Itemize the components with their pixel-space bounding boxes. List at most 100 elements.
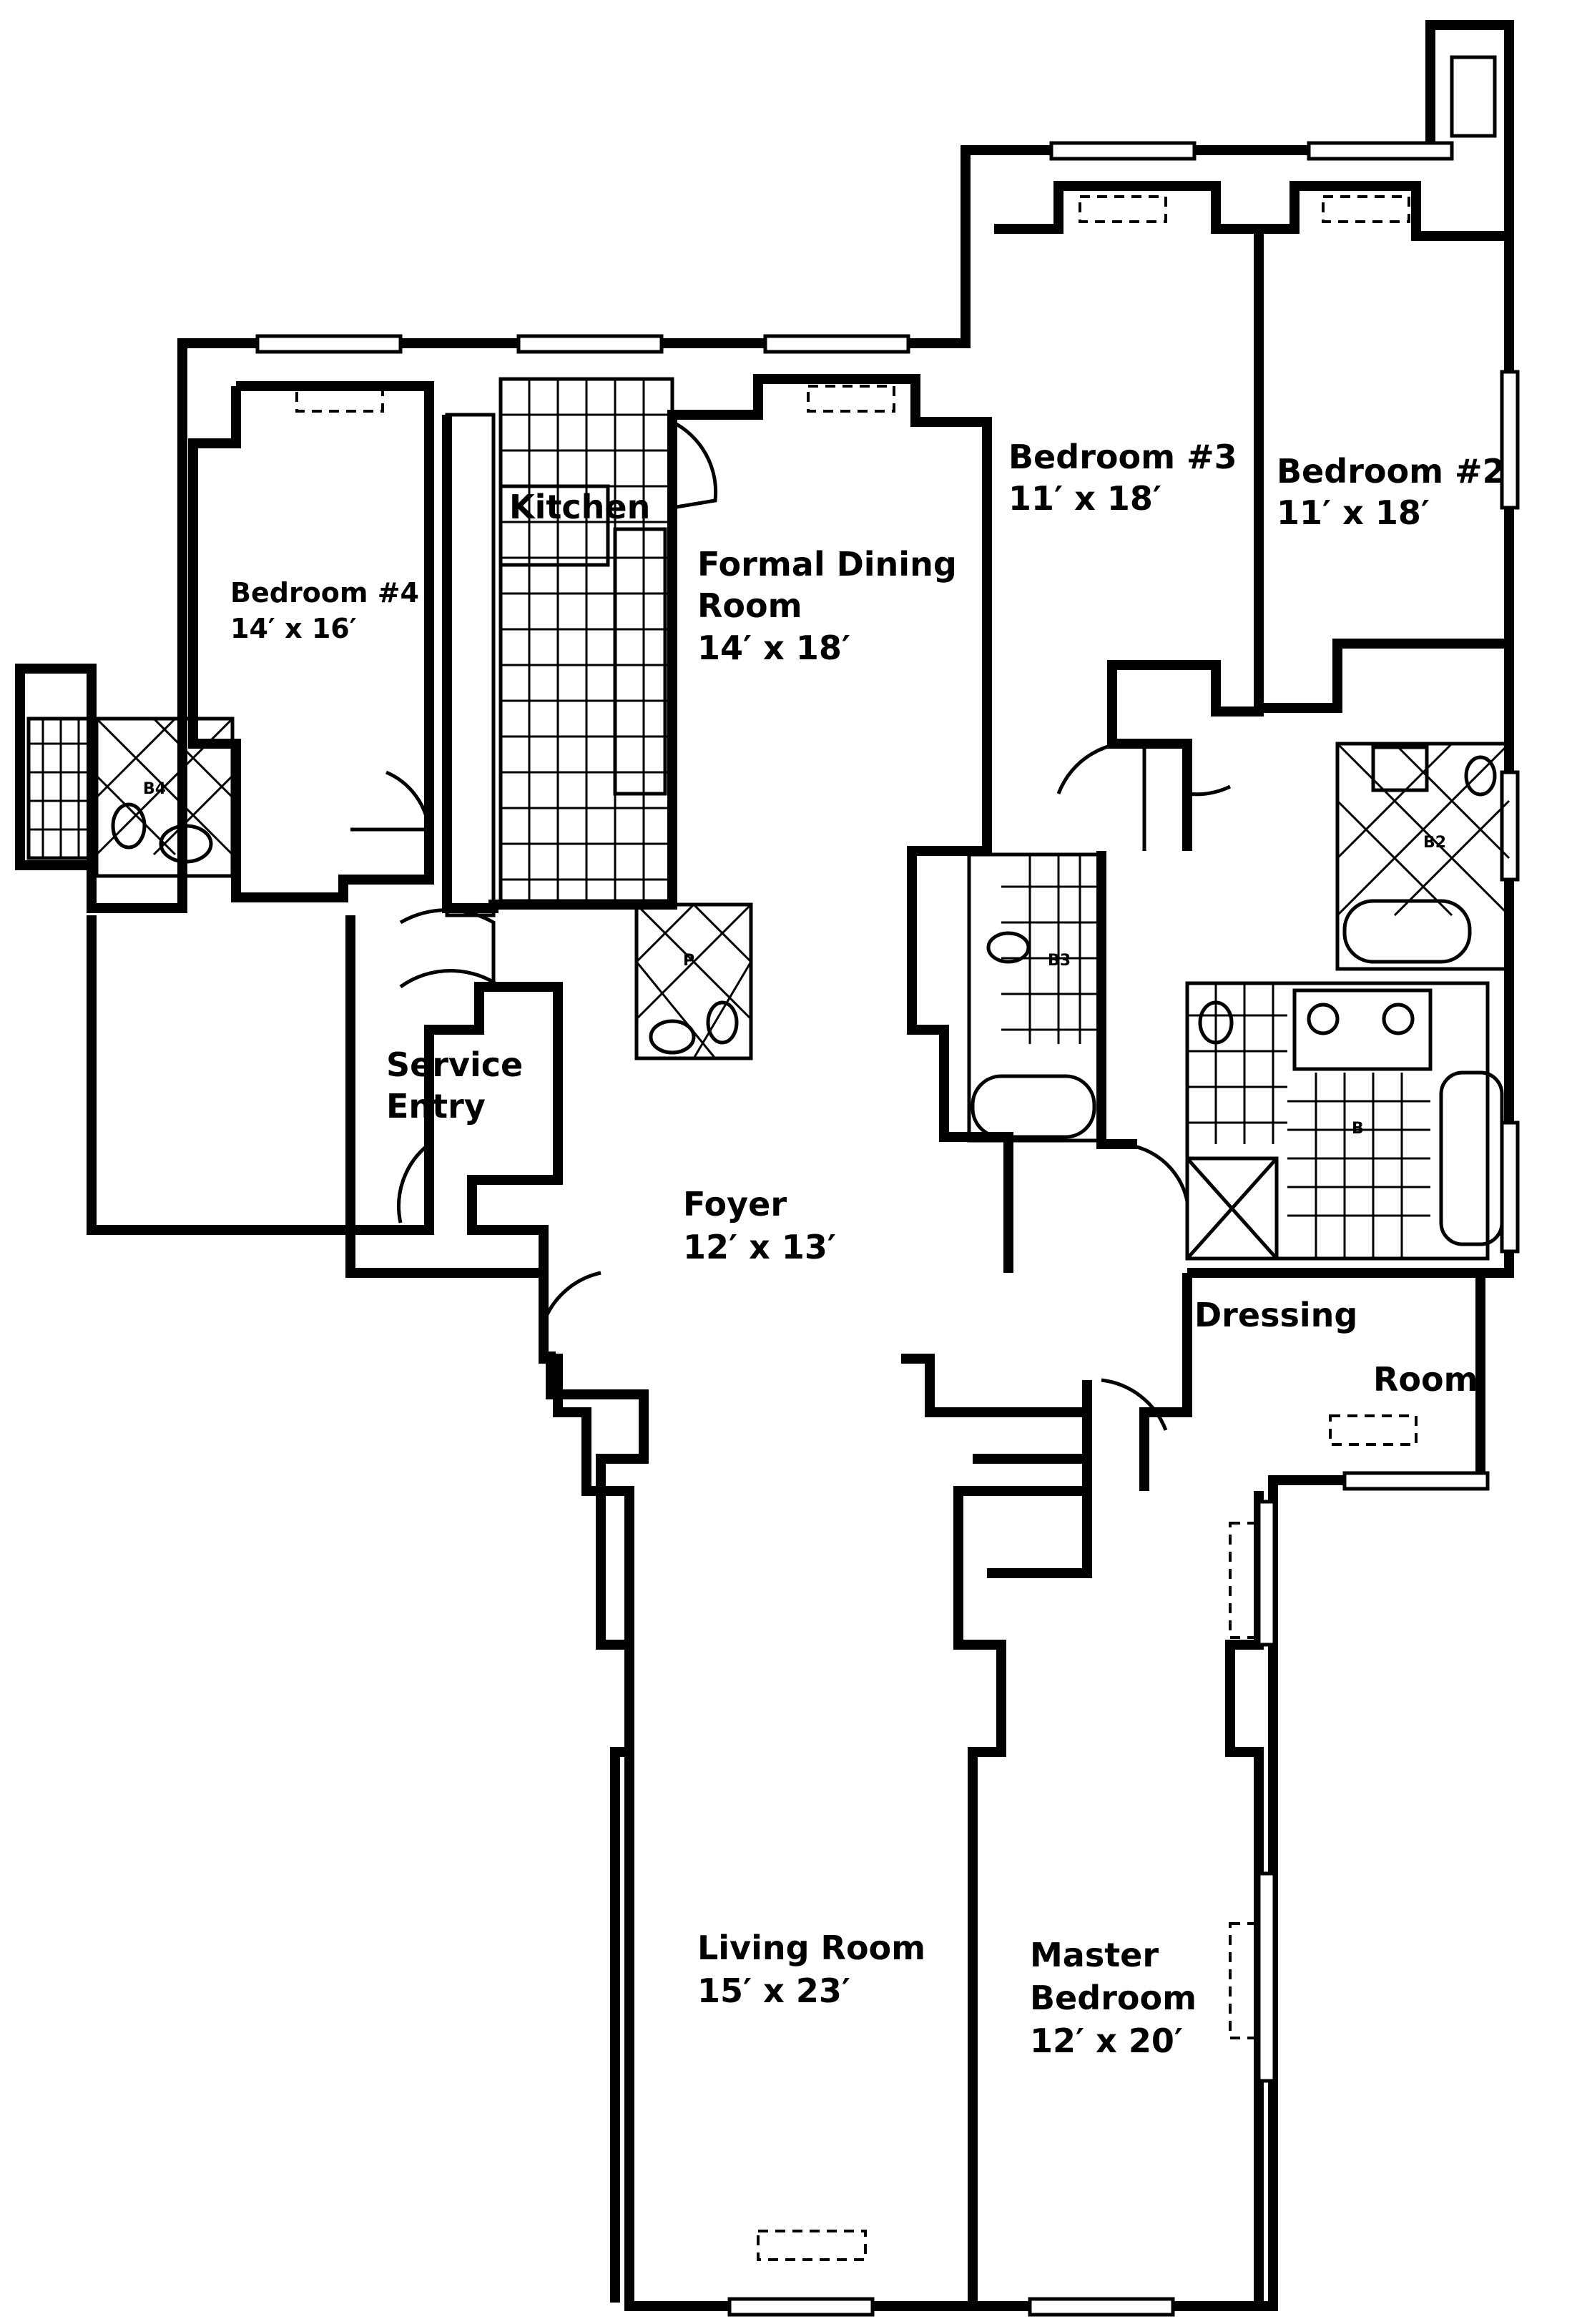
bath-b3: [967, 852, 1104, 1143]
kitchen-counter-right: [613, 527, 667, 796]
door-swing: [1115, 1142, 1189, 1202]
wall-bedroom4: [188, 381, 434, 902]
window: [1500, 1121, 1520, 1254]
toilet: [706, 1000, 739, 1045]
toilet: [111, 802, 147, 850]
wall-hall: [1159, 739, 1192, 851]
room-name-bedroom4: Bedroom #4: [230, 577, 419, 609]
sink: [159, 824, 213, 864]
room-name-foyer: Foyer: [683, 1185, 787, 1223]
bath-label-b2: B2: [1423, 834, 1446, 852]
radiator: [1322, 195, 1410, 223]
window: [255, 334, 403, 354]
wall-master-right: [1225, 1491, 1264, 2303]
wall-living-left: [546, 1351, 649, 1496]
room-dims-bedroom2: 11′ x 18′: [1277, 493, 1430, 532]
wall-bedroom2: [1259, 181, 1514, 713]
wall-dining: [667, 374, 1013, 1273]
room-dims-dining: 14′ x 18′: [697, 629, 850, 667]
window: [1500, 770, 1520, 882]
shower-stall: [1185, 1156, 1279, 1261]
wall-dressing-2: [1139, 1273, 1192, 1491]
door-swing: [541, 1271, 601, 1324]
radiator: [1229, 1922, 1257, 2039]
window: [1028, 2297, 1175, 2317]
room-dims-bedroom4: 14′ x 16′: [230, 613, 357, 644]
room-name-master-2: Bedroom: [1030, 1979, 1197, 2017]
bath-label-p: P: [683, 952, 694, 970]
window: [516, 334, 664, 354]
radiator: [1079, 195, 1167, 223]
bedroom4-bath-box: [26, 717, 99, 860]
room-labels: Bedroom #4 14′ x 16′ Kitchen Formal Dini…: [143, 438, 1505, 2060]
door-swing: [399, 908, 496, 987]
doors: [350, 420, 1232, 1431]
room-dims-bedroom3: 11′ x 18′: [1008, 479, 1161, 518]
room-name-bedroom3: Bedroom #3: [1008, 438, 1237, 476]
window: [1257, 1871, 1277, 2083]
bath-tiles: [29, 717, 1510, 1261]
room-name-master-1: Master: [1030, 1936, 1159, 1974]
kitchen-tiles: [445, 377, 674, 917]
window: [1307, 141, 1454, 161]
kitchen-island: [498, 484, 610, 567]
wall-bath-bump: [15, 669, 92, 870]
chimney: [1450, 55, 1497, 138]
door-swing: [1101, 1378, 1168, 1431]
fixtures: [111, 745, 1504, 1246]
bath-b2: [1335, 742, 1511, 971]
wall-master-bed: [953, 1380, 1092, 2303]
room-name-bedroom2: Bedroom #2: [1277, 452, 1505, 491]
room-name-kitchen: Kitchen: [509, 488, 650, 526]
bath-master: [1185, 981, 1490, 1261]
room-name-dressing-2: Room: [1373, 1360, 1478, 1399]
radiator: [1329, 1414, 1418, 1446]
windows: [255, 141, 1520, 2317]
door-swing: [399, 969, 502, 989]
wall-service-entry: [345, 915, 563, 1273]
wall-closet: [973, 1454, 1092, 1578]
door-swing: [350, 770, 431, 832]
room-name-living: Living Room: [697, 1929, 925, 1967]
sink: [1307, 1003, 1340, 1035]
radiator: [757, 2230, 867, 2261]
wall-bedroom3: [994, 181, 1264, 749]
room-name-service-2: Entry: [386, 1087, 486, 1126]
bath-label-master: B: [1352, 1120, 1364, 1138]
bathtub: [1439, 1070, 1504, 1246]
sink: [1382, 1003, 1415, 1035]
room-dims-master: 12′ x 20′: [1030, 2022, 1183, 2060]
door-swing: [397, 1143, 431, 1223]
bathtub: [971, 1074, 1096, 1139]
vanity: [1371, 745, 1429, 792]
bathtub: [1342, 899, 1472, 964]
kitchen-counter: [445, 413, 496, 917]
room-name-dining-2: Room: [697, 586, 802, 625]
window: [763, 334, 910, 354]
toilet: [1198, 1000, 1234, 1045]
toilet: [1464, 755, 1497, 797]
bath-label-b3: B3: [1048, 952, 1071, 970]
window: [1342, 1471, 1490, 1491]
room-name-dining-1: Formal Dining: [697, 545, 957, 584]
toilet: [986, 931, 1031, 964]
room-name-dressing-1: Dressing: [1194, 1296, 1357, 1334]
radiator: [295, 385, 384, 413]
door-swing: [1187, 784, 1232, 797]
window: [1257, 1500, 1277, 1647]
radiator: [807, 385, 895, 413]
window: [727, 2297, 875, 2317]
door-swing: [671, 420, 718, 510]
door-swing: [1056, 741, 1146, 851]
wall-living-room: [596, 1491, 634, 2303]
room-name-service-1: Service: [386, 1045, 523, 1084]
radiator: [1229, 1522, 1257, 1639]
window: [1500, 370, 1520, 510]
sink: [649, 1019, 696, 1055]
window: [1049, 141, 1197, 161]
wall-hall-2: [1096, 851, 1137, 1149]
vanity: [1292, 988, 1433, 1071]
room-dims-foyer: 12′ x 13′: [683, 1228, 836, 1266]
bath-label-b4: B4: [143, 780, 166, 798]
